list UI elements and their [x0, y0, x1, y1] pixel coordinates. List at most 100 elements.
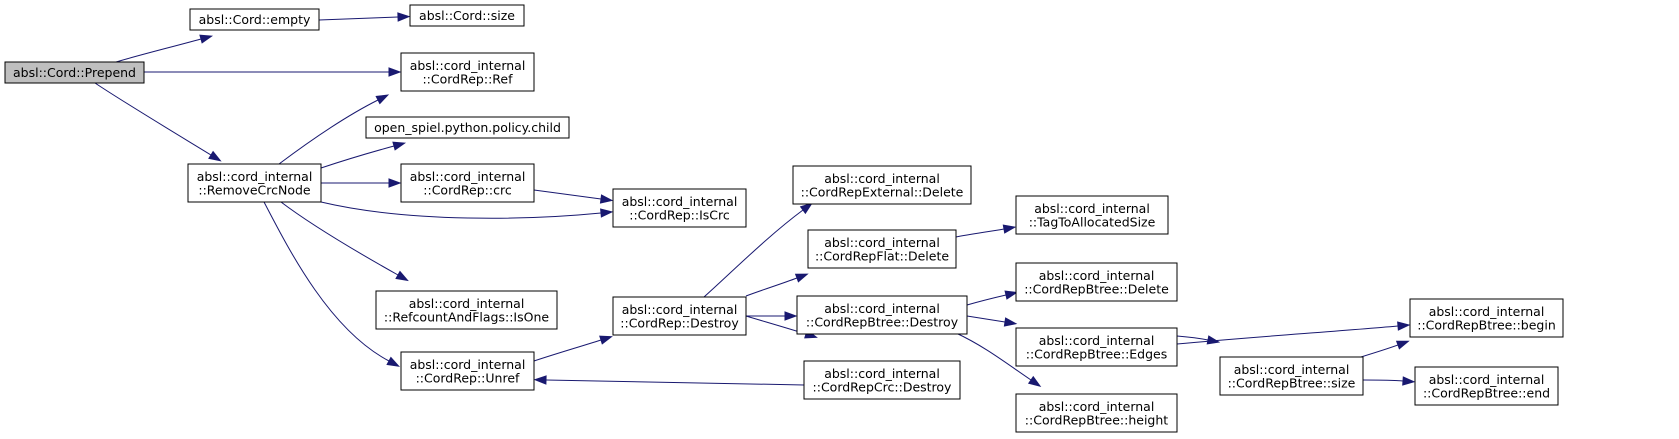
edge-line [533, 189, 602, 200]
node-label-line: absl::cord_internal [410, 357, 526, 372]
edge-edges-to-btree_size [1176, 335, 1221, 345]
node-iscrc[interactable]: absl::cord_internal::CordRep::IsCrc [612, 188, 747, 228]
node-label-line: absl::cord_internal [824, 171, 940, 186]
edge-line [1176, 335, 1209, 341]
node-crc_destroy[interactable]: absl::cord_internal::CordRepCrc::Destroy [803, 360, 961, 400]
node-flat_delete[interactable]: absl::cord_internal::CordRepFlat::Delete [807, 229, 957, 269]
edge-destroy-to-ext_delete [703, 202, 813, 298]
edge-line [545, 379, 805, 386]
node-box [4, 61, 145, 84]
node-label-line: ::CordRepCrc::Destroy [813, 379, 953, 394]
node-box [187, 163, 322, 203]
node-child[interactable]: open_spiel.python.policy.child [365, 116, 570, 139]
node-unref[interactable]: absl::cord_internal::CordRep::Unref [400, 351, 535, 391]
arrowhead [208, 150, 222, 162]
node-box [400, 351, 535, 391]
edge-line [966, 294, 1007, 306]
arrowhead [395, 270, 409, 282]
node-box [1015, 262, 1178, 302]
node-ref[interactable]: absl::cord_internal::CordRep::Ref [400, 52, 535, 92]
node-btree_delete[interactable]: absl::cord_internal::CordRepBtree::Delet… [1015, 262, 1178, 302]
node-label-line: ::CordRepBtree::height [1025, 412, 1168, 427]
node-destroy[interactable]: absl::cord_internal::CordRep::Destroy [612, 296, 747, 336]
arrowhead [1002, 224, 1017, 234]
node-cord_size[interactable]: absl::Cord::size [409, 4, 525, 27]
edge-line [1176, 325, 1399, 345]
node-crc[interactable]: absl::cord_internal::CordRep::crc [400, 163, 535, 203]
node-label-line: absl::cord_internal [197, 169, 313, 184]
edges-layer [94, 12, 1416, 388]
edge-destroy-to-btree_destroy [745, 311, 798, 321]
node-box [1414, 366, 1559, 406]
arrowhead [397, 12, 411, 22]
arrowhead [1397, 321, 1411, 331]
node-begin[interactable]: absl::cord_internal::CordRepBtree::begin [1409, 298, 1564, 338]
arrowhead [386, 356, 400, 367]
edge-removecrc-to-unref [263, 201, 400, 367]
node-label-line: absl::cord_internal [824, 235, 940, 250]
node-box [612, 188, 747, 228]
edge-btree_destroy-to-btree_delete [966, 290, 1019, 306]
node-label-line: absl::Cord::Prepend [13, 65, 136, 80]
node-label-line: absl::cord_internal [1039, 268, 1155, 283]
edge-line [703, 209, 804, 298]
edge-line [320, 201, 602, 219]
node-removecrc[interactable]: absl::cord_internal::RemoveCrcNode [187, 163, 322, 203]
node-label-line: ::CordRepBtree::end [1423, 385, 1550, 400]
node-label-line: ::CordRepBtree::begin [1417, 317, 1556, 332]
node-box [1015, 393, 1178, 433]
node-label-line: ::RefcountAndFlags::IsOne [384, 309, 549, 324]
edge-empty-to-cord_size [318, 12, 411, 22]
arrowhead [1004, 290, 1019, 300]
arrowhead [784, 311, 798, 321]
node-label-line: ::CordRep::Destroy [620, 315, 739, 330]
node-label-line: absl::cord_internal [824, 366, 940, 381]
node-box [803, 360, 961, 400]
edge-btree_destroy-to-edges [966, 315, 1018, 327]
node-box [365, 116, 570, 139]
node-label-line: ::CordRepBtree::Destroy [806, 314, 959, 329]
node-box [409, 4, 525, 27]
arrowhead [799, 202, 813, 215]
edge-prepend-to-removecrc [94, 82, 222, 162]
edge-line [966, 315, 1006, 323]
node-tagsize[interactable]: absl::cord_internal::TagToAllocatedSize [1015, 195, 1169, 235]
node-empty[interactable]: absl::Cord::empty [189, 8, 320, 31]
node-label-line: ::CordRep::Unref [416, 370, 520, 385]
node-label-line: absl::Cord::empty [199, 12, 311, 27]
arrowhead [600, 208, 614, 218]
node-isone[interactable]: absl::cord_internal::RefcountAndFlags::I… [375, 290, 558, 330]
node-end[interactable]: absl::cord_internal::CordRepBtree::end [1414, 366, 1559, 406]
arrowhead [388, 67, 402, 77]
node-box [612, 296, 747, 336]
node-label-line: absl::cord_internal [824, 301, 940, 316]
node-box [189, 8, 320, 31]
node-btree_size[interactable]: absl::cord_internal::CordRepBtree::size [1219, 356, 1364, 396]
arrowhead [392, 141, 407, 151]
node-box [1409, 298, 1564, 338]
edge-destroy-to-flat_delete [745, 273, 809, 297]
node-btree_destroy[interactable]: absl::cord_internal::CordRepBtree::Destr… [796, 295, 968, 335]
node-label-line: absl::cord_internal [1429, 304, 1545, 319]
edge-line [263, 201, 390, 362]
node-box [1219, 356, 1364, 396]
node-label-line: ::CordRepExternal::Delete [801, 184, 964, 199]
edge-removecrc-to-iscrc [320, 201, 614, 219]
edge-line [318, 16, 399, 21]
edge-crc_destroy-to-unref [533, 375, 805, 386]
node-ext_delete[interactable]: absl::cord_internal::CordRepExternal::De… [792, 165, 972, 205]
node-box [375, 290, 558, 330]
node-height[interactable]: absl::cord_internal::CordRepBtree::heigh… [1015, 393, 1178, 433]
edge-line [115, 38, 202, 63]
node-box [796, 295, 968, 335]
node-label-line: absl::cord_internal [1429, 372, 1545, 387]
arrowhead [1395, 340, 1410, 350]
arrowhead [1206, 335, 1221, 345]
edge-line [533, 339, 602, 362]
edge-crc-to-iscrc [533, 189, 614, 204]
node-label-line: ::CordRepBtree::Delete [1024, 281, 1169, 296]
arrowhead [199, 34, 214, 44]
node-label-line: ::CordRepBtree::size [1228, 375, 1356, 390]
node-edges[interactable]: absl::cord_internal::CordRepBtree::Edges [1015, 327, 1178, 367]
